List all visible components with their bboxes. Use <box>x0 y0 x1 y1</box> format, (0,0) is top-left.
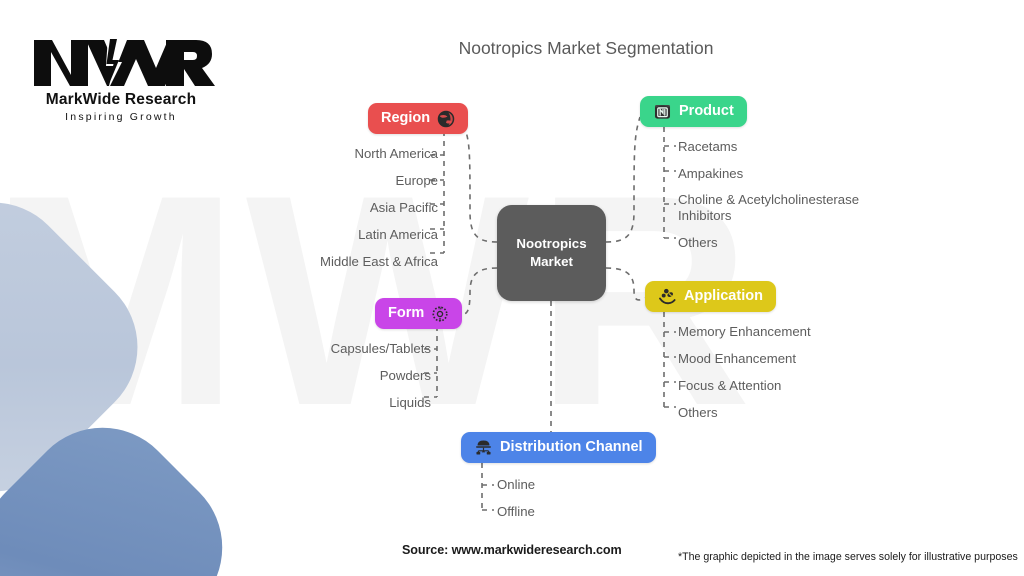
leaf-list-region: North America Europe Asia Pacific Latin … <box>180 146 438 281</box>
page-title-text: Nootropics Market Segmentation <box>458 38 714 58</box>
branch-label-application: Application <box>684 288 763 304</box>
leaf-item[interactable]: Choline & Acetylcholinesterase Inhibitor… <box>678 192 860 224</box>
leaf-item[interactable]: Others <box>678 235 718 251</box>
leaf-item[interactable]: Europe <box>395 173 438 189</box>
sitemap-icon <box>476 440 491 455</box>
product-box-icon <box>654 105 671 119</box>
center-node-line1: Nootropics <box>516 236 587 252</box>
wire-center-application <box>605 267 646 301</box>
branch-node-product[interactable]: Product <box>640 96 747 127</box>
logo-tagline: Inspiring Growth <box>65 111 177 123</box>
disclaimer-label: *The graphic depicted in the image serve… <box>678 551 1018 563</box>
leaf-item[interactable]: Others <box>678 405 718 421</box>
svg-text:S: S <box>439 317 442 322</box>
leaf-list-distribution: Online Offline <box>497 477 697 531</box>
leaf-item[interactable]: Asia Pacific <box>369 200 438 216</box>
branch-node-application[interactable]: Application <box>645 281 776 312</box>
logo-mark-icon <box>34 36 215 90</box>
leaf-item[interactable]: Latin America <box>358 227 438 243</box>
branch-label-distribution: Distribution Channel <box>500 439 643 455</box>
globe-icon <box>437 110 455 127</box>
leaf-item[interactable]: Racetams <box>678 139 738 154</box>
leaf-item[interactable]: North America <box>354 146 438 161</box>
leaf-list-product: Racetams Ampakines Choline & Acetylcholi… <box>678 139 1008 262</box>
branch-label-product: Product <box>679 103 734 119</box>
leaf-item[interactable]: Capsules/Tablets <box>330 341 431 356</box>
wire-center-form <box>462 267 498 315</box>
center-node-line2: Market <box>530 254 573 269</box>
leaf-list-application: Memory Enhancement Mood Enhancement Focu… <box>678 324 1008 432</box>
leaf-item[interactable]: Online <box>497 477 536 492</box>
branch-label-form: Form <box>388 305 425 321</box>
hand-pills-icon <box>659 288 676 305</box>
center-node[interactable]: Nootropics Market <box>497 205 606 301</box>
leaf-list-form: Capsules/Tablets Powders Liquids <box>180 341 431 422</box>
logo-company-name: MarkWide Research <box>45 91 197 108</box>
page-title: Nootropics Market Segmentation <box>0 38 1024 59</box>
branch-node-distribution[interactable]: Distribution Channel <box>461 432 656 463</box>
leaf-item[interactable]: Ampakines <box>678 165 744 181</box>
leaf-item[interactable]: Memory Enhancement <box>678 324 811 339</box>
branch-label-region: Region <box>381 110 431 126</box>
leaf-item[interactable]: Middle East & Africa <box>319 254 438 270</box>
leaf-item[interactable]: Mood Enhancement <box>678 351 797 367</box>
brand-logo: MarkWide Research Inspiring Growth <box>26 32 216 123</box>
source-label: Source: www.markwideresearch.com <box>402 543 622 557</box>
branch-node-region[interactable]: Region <box>368 103 469 134</box>
branch-node-form[interactable]: Form N S <box>375 298 463 329</box>
leaf-item[interactable]: Powders <box>379 368 431 384</box>
compass-icon: N S <box>432 305 448 322</box>
wire-center-region <box>462 123 498 243</box>
svg-text:N: N <box>439 305 442 310</box>
wire-center-product <box>605 116 641 243</box>
leaf-item[interactable]: Focus & Attention <box>678 378 782 394</box>
leaf-item[interactable]: Offline <box>497 504 535 520</box>
leaf-item[interactable]: Liquids <box>389 395 431 411</box>
